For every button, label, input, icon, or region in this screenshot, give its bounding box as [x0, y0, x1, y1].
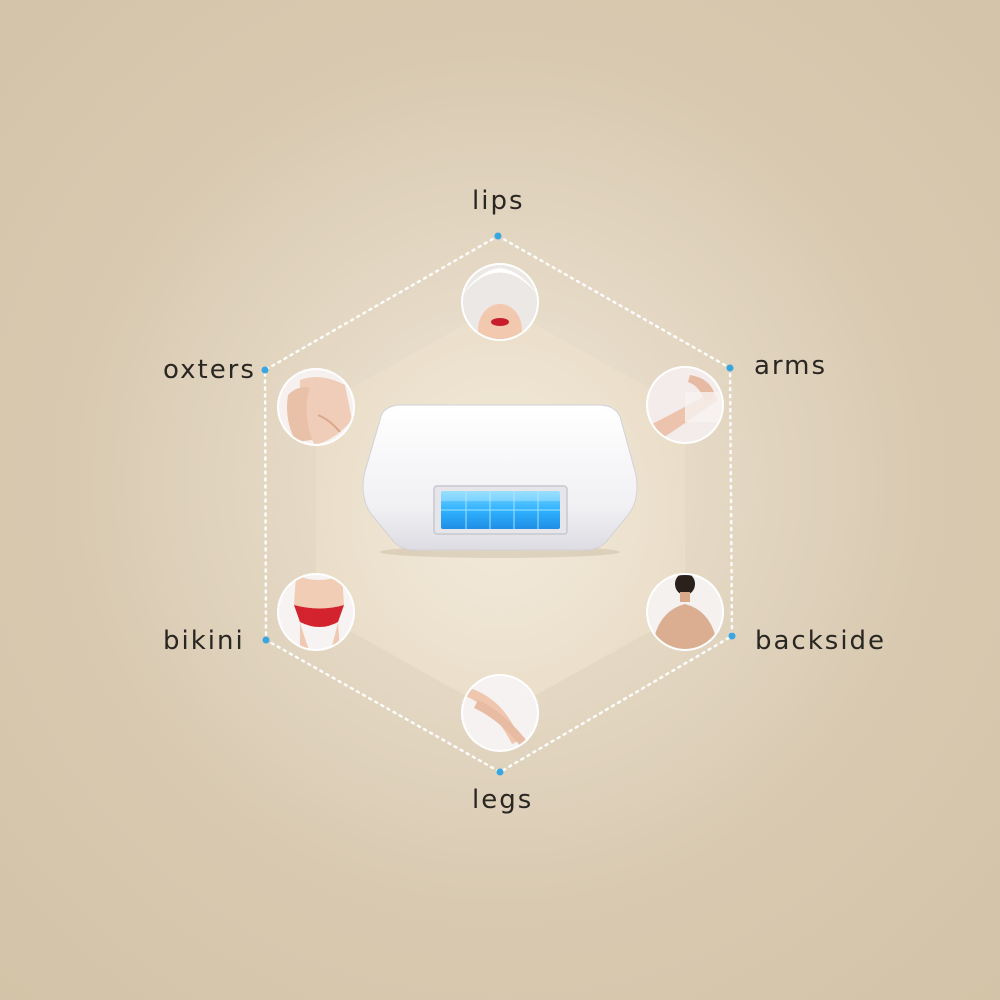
label-lips: lips — [472, 186, 525, 216]
dot-backside — [728, 632, 736, 640]
legs-area-photo-icon — [461, 674, 539, 752]
label-backside: backside — [755, 626, 887, 656]
dot-legs — [496, 768, 504, 776]
arms-area-photo-icon — [646, 366, 724, 444]
label-arms: arms — [754, 351, 828, 381]
dot-bikini — [262, 636, 270, 644]
lips-area-photo-icon — [461, 263, 539, 341]
label-bikini: bikini — [163, 626, 245, 656]
label-oxters: oxters — [163, 355, 256, 385]
dot-lips — [494, 232, 502, 240]
dot-oxters — [261, 366, 269, 374]
bikini-area-photo-icon — [277, 573, 355, 651]
oxters-area-photo-icon — [277, 368, 355, 446]
hair-removal-lamp-cartridge-icon — [362, 404, 638, 558]
label-legs: legs — [472, 785, 534, 815]
backside-area-photo-icon — [646, 573, 724, 651]
dot-arms — [726, 364, 734, 372]
vertex-dots — [261, 232, 736, 776]
